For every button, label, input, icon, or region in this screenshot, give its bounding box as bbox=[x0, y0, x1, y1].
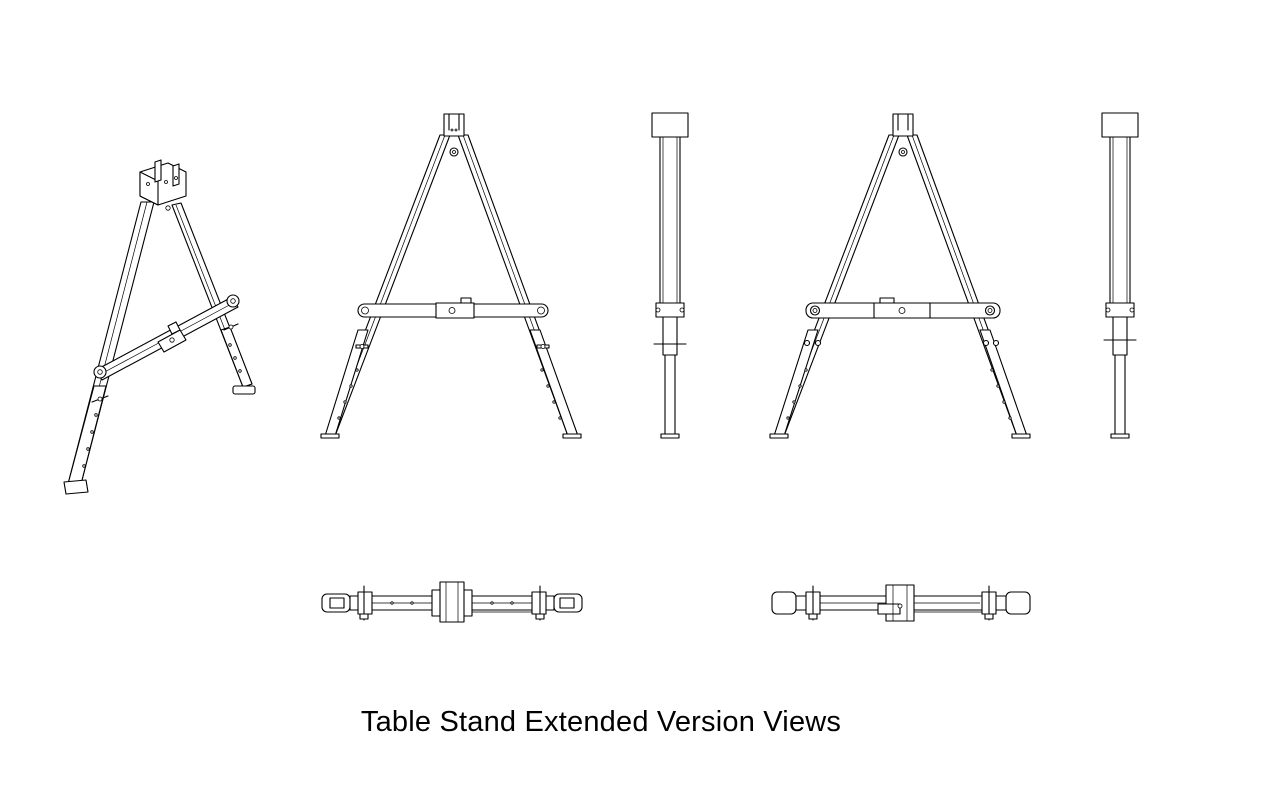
isometric-view bbox=[63, 159, 256, 495]
front-view-a bbox=[320, 113, 582, 439]
top-view-b bbox=[771, 584, 1031, 622]
side-view-b bbox=[1101, 112, 1139, 439]
drawing-caption: Table Stand Extended Version Views bbox=[360, 706, 842, 738]
front-view-b bbox=[769, 113, 1031, 439]
side-view-a bbox=[651, 112, 689, 439]
top-view-a bbox=[321, 581, 583, 623]
